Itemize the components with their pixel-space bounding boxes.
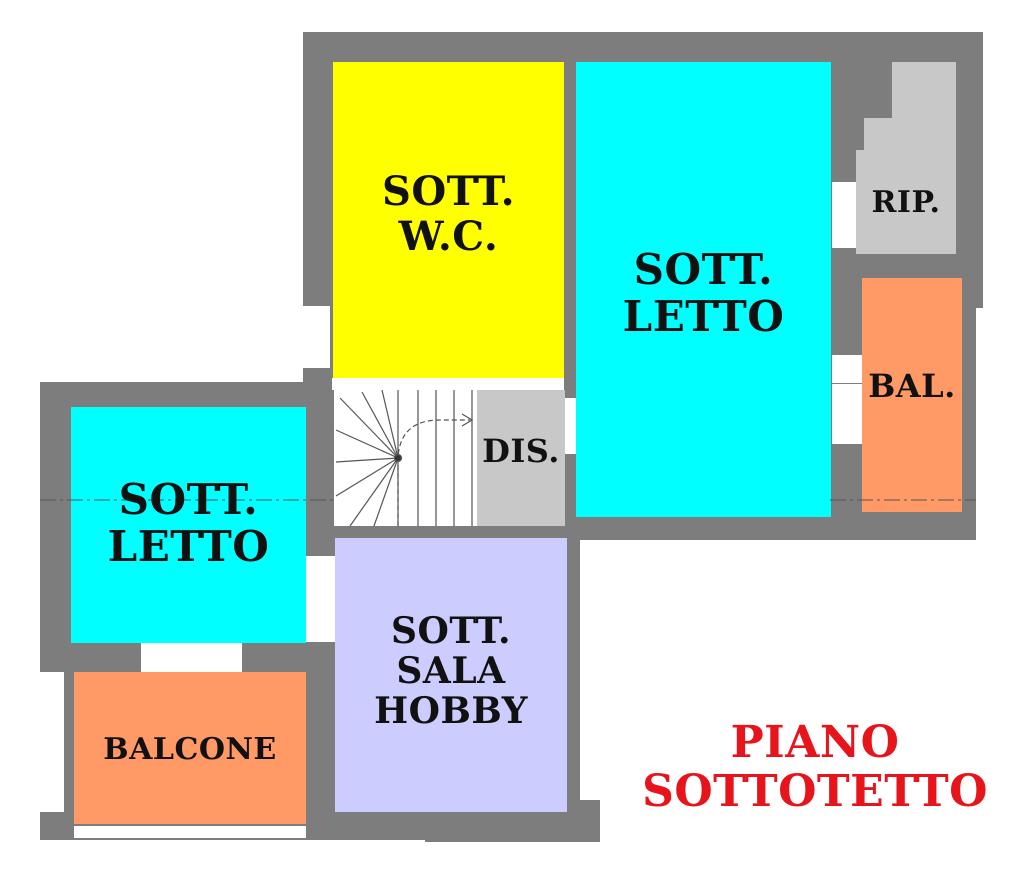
label-letto-right-line1: SOTT. (633, 244, 774, 294)
label-bal: BAL. (862, 362, 962, 410)
room-sala-hobby (335, 538, 567, 812)
door-opening-hobby (304, 556, 336, 642)
stair-step (361, 391, 399, 459)
room-dis (477, 390, 565, 526)
room-wc (333, 62, 564, 378)
label-sala-hobby-line3: HOBBY (374, 690, 528, 733)
label-dis: DIS. (477, 428, 565, 474)
door-opening-letto-left (141, 642, 242, 672)
room-balcone (74, 672, 306, 824)
void-balcony-bottom (74, 826, 306, 838)
stair-step (381, 389, 399, 459)
label-rip: RIP. (856, 180, 956, 224)
label-sala-hobby-line1: SOTT. (390, 609, 512, 652)
plan-title-line1: PIANO (730, 716, 900, 768)
label-bal-text: BAL. (868, 367, 956, 405)
void-balcony-left-edge (40, 672, 64, 812)
room-letto-left (71, 407, 306, 643)
stair-step (335, 457, 399, 497)
stair-step (335, 457, 399, 463)
plan-title: PIANO SOTTOTETTO (640, 712, 990, 822)
door-opening-rip (832, 182, 856, 248)
label-wc-line1: SOTT. (381, 168, 516, 216)
room-stair (334, 390, 477, 526)
plan-title-line2: SOTTOTETTO (642, 766, 988, 817)
label-letto-left: SOTT. LETTO (71, 468, 306, 578)
label-rip-text: RIP. (871, 184, 941, 220)
label-wc-line2: W.C. (398, 213, 499, 260)
stair-step (339, 397, 399, 459)
openings (40, 182, 1024, 875)
stair-step (349, 457, 399, 527)
door-opening-bal-lower (832, 384, 862, 444)
label-wc: SOTT. W.C. (333, 160, 564, 270)
room-rip (856, 62, 956, 254)
label-balcone: BALCONE (74, 726, 306, 772)
rooms (71, 62, 962, 824)
stair-pivot (393, 453, 403, 463)
door-opening-dis (562, 398, 578, 454)
stair-walk-line (397, 419, 470, 526)
label-sala-hobby-line2: SALA (396, 649, 506, 692)
label-letto-left-line2: LETTO (107, 522, 270, 571)
stair-step (335, 429, 399, 459)
void-right-bottom (600, 540, 1024, 875)
label-balcone-text: BALCONE (103, 731, 277, 767)
room-bal (862, 278, 962, 512)
stair-arrow (461, 413, 474, 427)
void-upper-left (300, 306, 330, 368)
staircase (335, 389, 474, 527)
label-letto-right-line2: LETTO (622, 292, 785, 341)
stair-step (373, 457, 399, 527)
label-dis-text: DIS. (482, 432, 560, 470)
label-letto-right: SOTT. LETTO (576, 238, 831, 348)
door-opening-wc (332, 378, 564, 390)
door-opening-bal-upper (832, 355, 864, 383)
void-bottom-gap (365, 840, 425, 875)
label-letto-left-line1: SOTT. (118, 474, 259, 524)
room-letto-right (576, 62, 831, 517)
label-sala-hobby: SOTT. SALA HOBBY (335, 596, 567, 746)
